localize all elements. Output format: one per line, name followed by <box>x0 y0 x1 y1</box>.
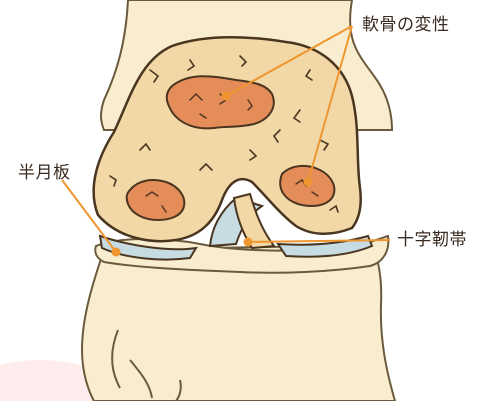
leader-dot-right-lesion <box>304 178 313 187</box>
leader-dot-ligament <box>244 238 253 247</box>
cruciate-ligament-band <box>234 194 274 248</box>
label-meniscus: 半月板 <box>18 163 71 183</box>
leader-dot-upper-lesion <box>222 92 231 101</box>
lesion-left <box>127 180 185 220</box>
label-cartilage-degeneration: 軟骨の変性 <box>362 15 450 35</box>
leader-dot-meniscus <box>112 248 121 257</box>
lesion-upper <box>167 76 274 128</box>
label-cruciate-ligament: 十字靭帯 <box>397 230 467 250</box>
